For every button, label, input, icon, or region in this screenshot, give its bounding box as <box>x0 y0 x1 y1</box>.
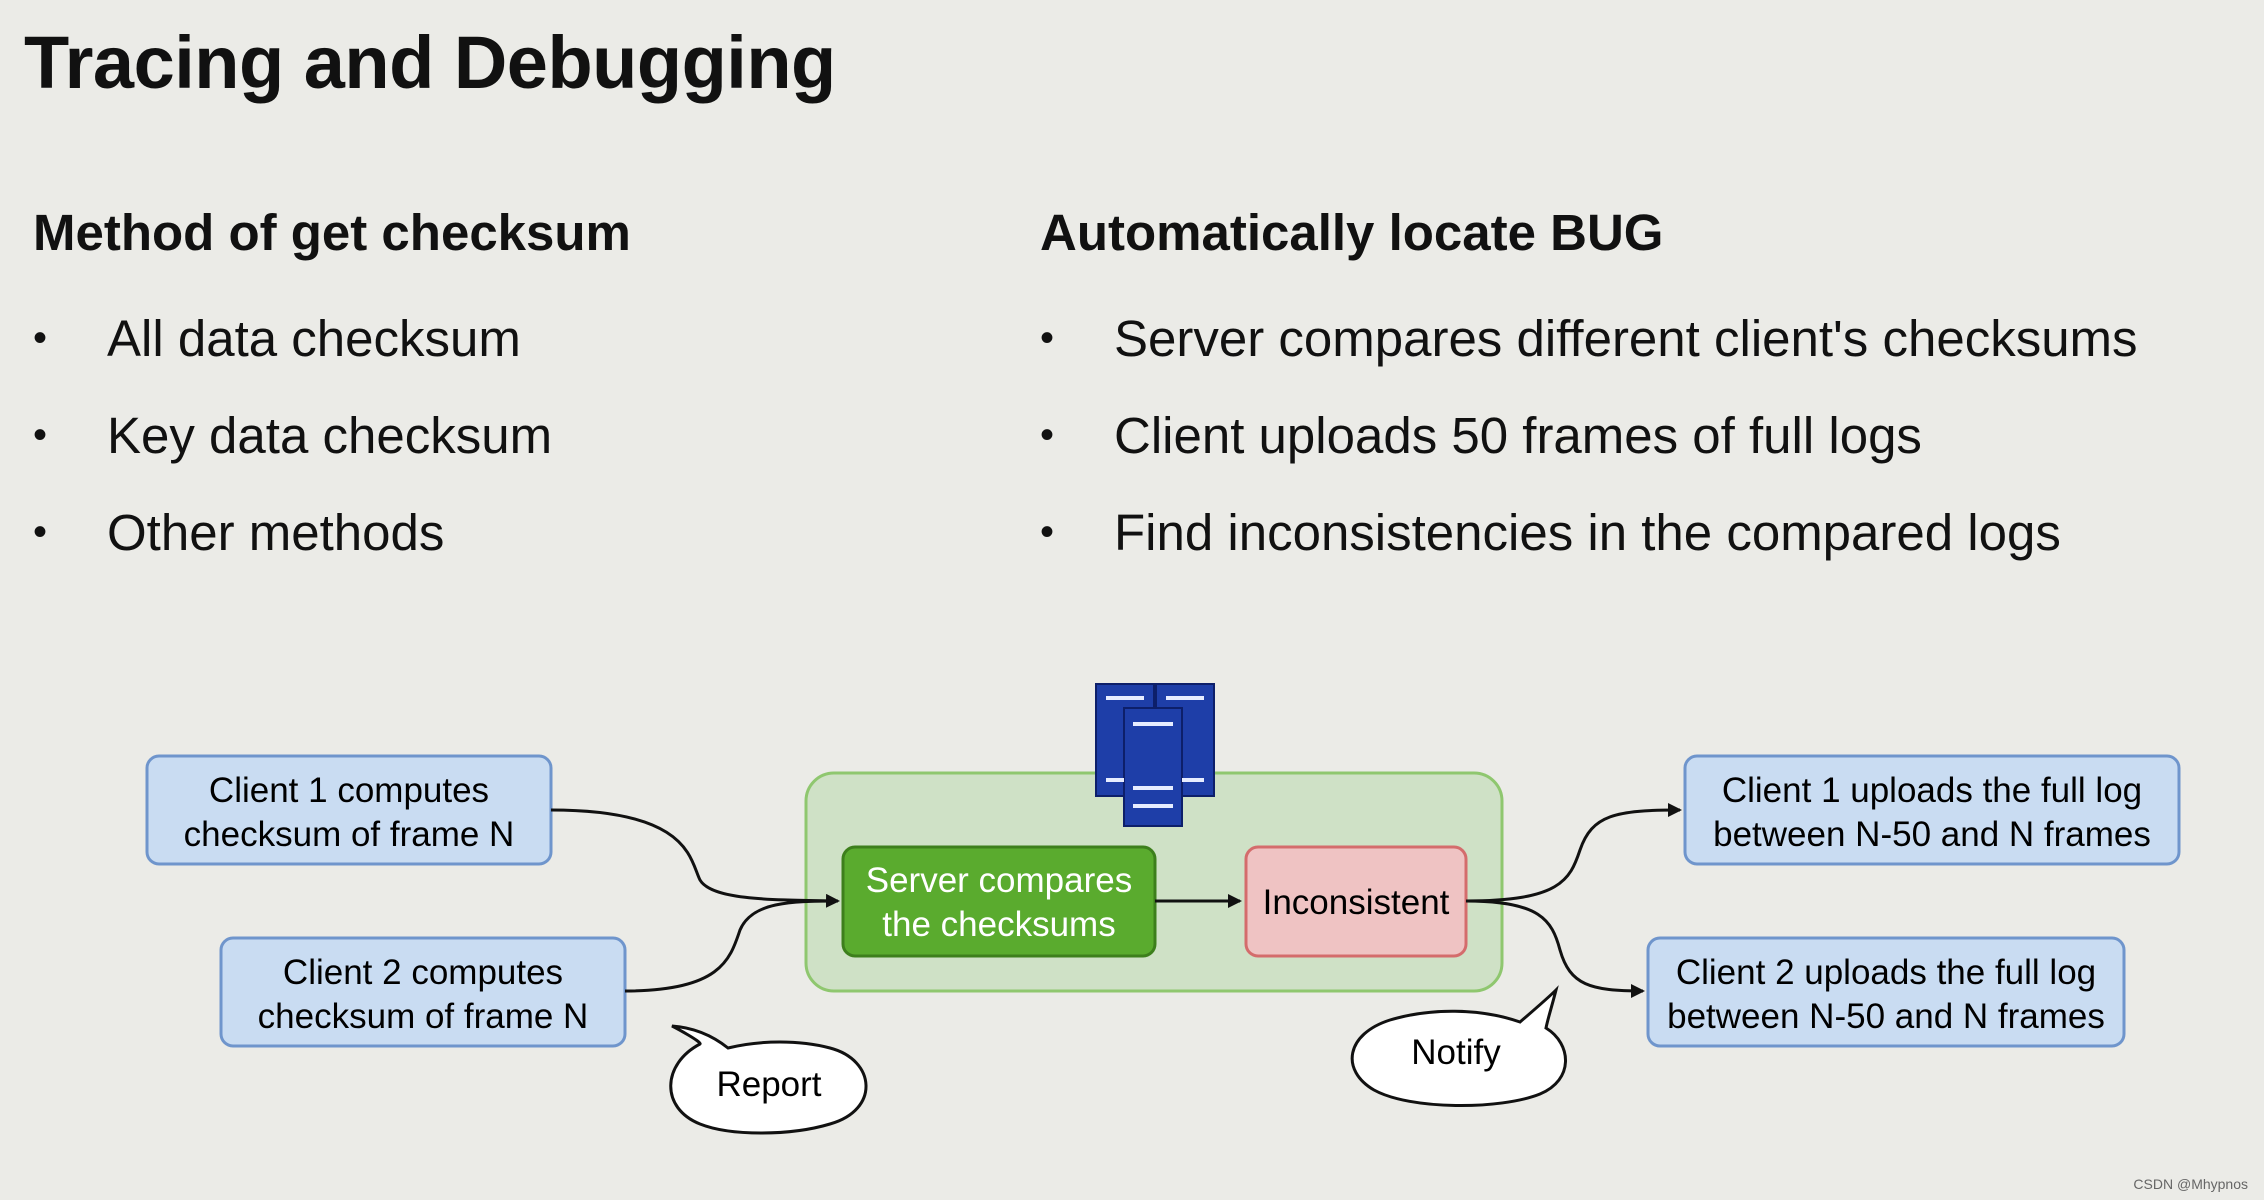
bullet-icon: • <box>33 316 48 360</box>
svg-text:between N-50 and N frames: between N-50 and N frames <box>1713 815 2151 854</box>
checksum-methods-heading: Method of get checksum <box>33 204 631 261</box>
report-speech-bubble: Report <box>669 1024 868 1135</box>
svg-text:checksum of frame N: checksum of frame N <box>184 815 515 854</box>
svg-text:Notify: Notify <box>1411 1033 1501 1072</box>
list-item: •Server compares different client's chec… <box>1040 290 2240 387</box>
client2-compute-box: Client 2 computes checksum of frame N <box>219 936 627 1048</box>
client1-compute-box: Client 1 computes checksum of frame N <box>145 754 553 866</box>
locate-bug-section: Automatically locate BUG •Server compare… <box>1040 198 2240 581</box>
connector-inconsistent-to-client1 <box>1465 803 1682 903</box>
server-compare-box: Server compares the checksums <box>841 845 1157 958</box>
connector-inconsistent-to-client2 <box>1465 899 1645 998</box>
bullet-icon: • <box>1040 510 1055 554</box>
bullet-icon: • <box>1040 316 1055 360</box>
bullet-icon: • <box>1040 413 1055 457</box>
checksum-methods-section: Method of get checksum •All data checksu… <box>33 198 983 581</box>
list-item: •Find inconsistencies in the compared lo… <box>1040 484 2240 581</box>
bullet-icon: • <box>33 510 48 554</box>
client1-upload-box: Client 1 uploads the full log between N-… <box>1683 754 2181 866</box>
slide-title: Tracing and Debugging <box>24 21 836 104</box>
svg-text:Client 1 computes: Client 1 computes <box>209 771 489 810</box>
server-icon <box>1095 683 1215 827</box>
inconsistent-box: Inconsistent <box>1244 845 1468 958</box>
svg-text:Inconsistent: Inconsistent <box>1263 883 1450 922</box>
notify-speech-bubble: Notify <box>1350 985 1567 1107</box>
svg-text:the checksums: the checksums <box>882 905 1115 944</box>
list-item: •All data checksum <box>33 290 983 387</box>
client2-upload-box: Client 2 uploads the full log between N-… <box>1646 936 2126 1048</box>
svg-text:Report: Report <box>716 1065 821 1104</box>
svg-text:between N-50 and N frames: between N-50 and N frames <box>1667 997 2105 1036</box>
connector-client1-to-server <box>550 808 840 908</box>
list-item: •Key data checksum <box>33 387 983 484</box>
locate-bug-list: •Server compares different client's chec… <box>1040 290 2240 581</box>
locate-bug-heading: Automatically locate BUG <box>1040 204 1664 261</box>
checksum-methods-list: •All data checksum •Key data checksum •O… <box>33 290 983 581</box>
svg-text:checksum of frame N: checksum of frame N <box>258 997 589 1036</box>
svg-text:Client 2 uploads the full log: Client 2 uploads the full log <box>1676 953 2096 992</box>
list-item: •Other methods <box>33 484 983 581</box>
watermark: CSDN @Mhypnos <box>2133 1176 2248 1192</box>
list-item: •Client uploads 50 frames of full logs <box>1040 387 2240 484</box>
svg-text:Client 2 computes: Client 2 computes <box>283 953 563 992</box>
svg-text:Server compares: Server compares <box>866 861 1132 900</box>
bullet-icon: • <box>33 413 48 457</box>
svg-text:Client 1 uploads the full log: Client 1 uploads the full log <box>1722 771 2142 810</box>
connector-client2-to-server <box>624 899 839 993</box>
